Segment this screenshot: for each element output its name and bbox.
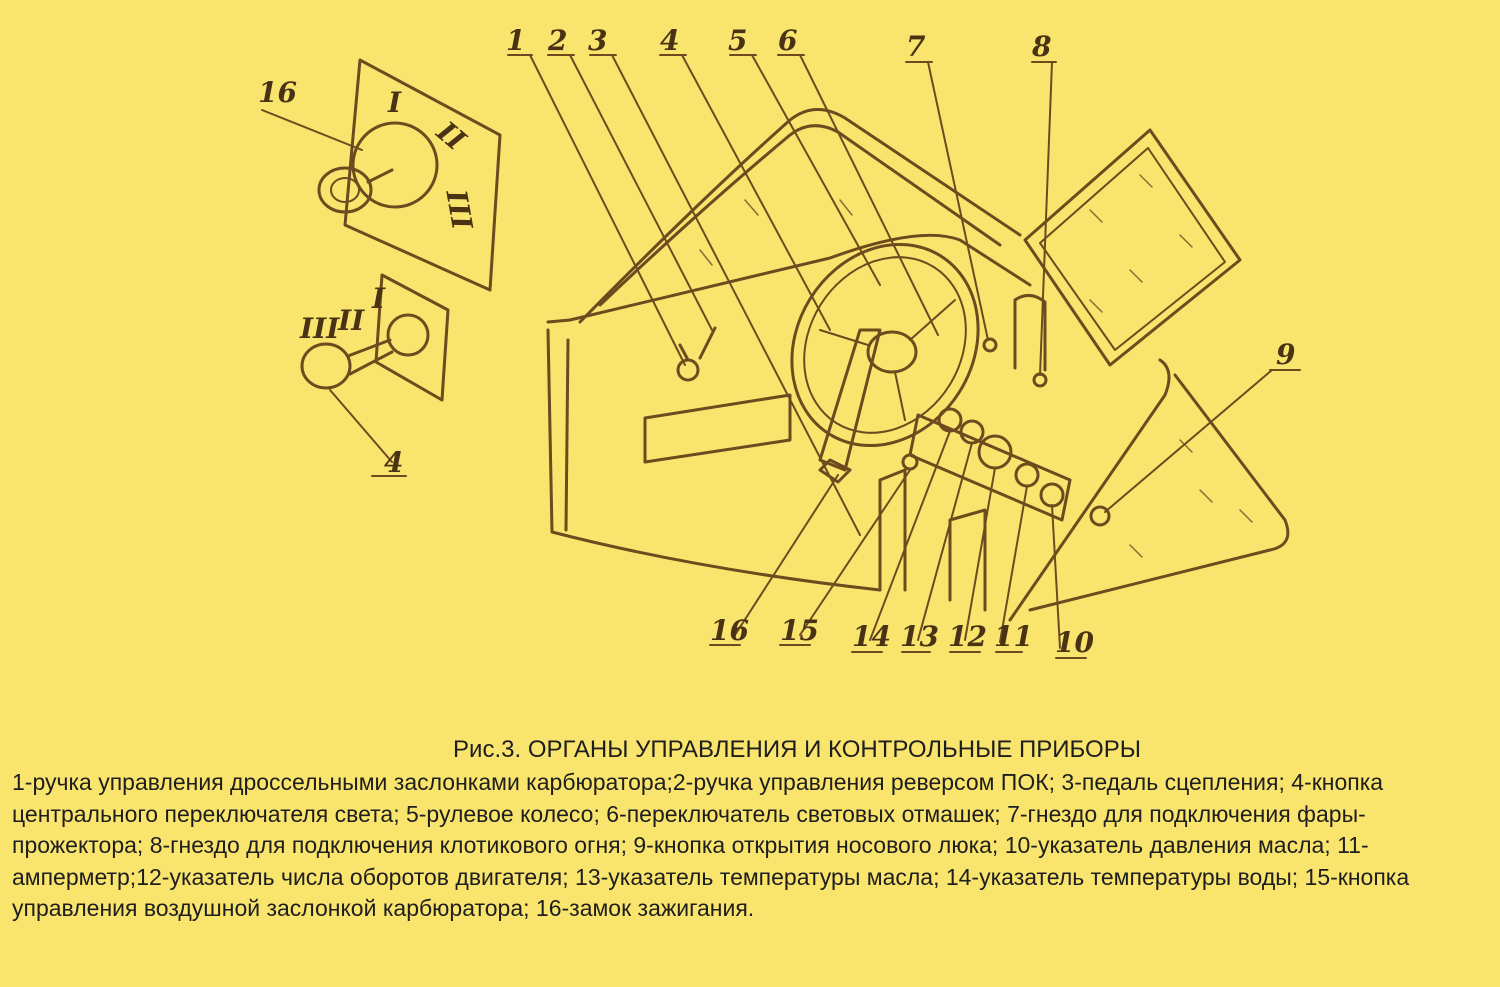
glass-hatching	[699, 174, 1253, 558]
light-switch-panel	[374, 273, 450, 402]
ignition-dial	[351, 121, 439, 209]
dash-front	[546, 328, 882, 592]
ignition-lock-inset: I II III 16	[258, 58, 502, 292]
callout-10: 10	[1055, 626, 1094, 659]
callout-4-inset: 4	[384, 446, 403, 479]
callout-3: 3	[588, 24, 607, 57]
ignition-key	[317, 166, 373, 214]
ignition-pos-1: I	[387, 86, 402, 119]
ignition-pos-3: III	[439, 186, 479, 232]
steering-hub	[866, 330, 918, 374]
pillar	[1013, 294, 1047, 372]
leader-16-inset	[261, 109, 363, 151]
light-pos-3: III	[299, 312, 340, 345]
callout-7: 7	[906, 30, 926, 63]
oil-pressure-gauge	[1039, 482, 1065, 508]
ammeter	[1014, 462, 1040, 488]
callout-15: 15	[780, 614, 819, 647]
choke-button	[901, 453, 919, 471]
light-switch-button	[300, 342, 352, 390]
side-window	[1023, 128, 1242, 367]
nose-deck	[1028, 373, 1290, 612]
callout-leaders	[507, 54, 1301, 659]
windshield-frame	[578, 108, 1022, 324]
callout-11: 11	[994, 620, 1033, 653]
steering-wheel	[790, 242, 980, 448]
light-switch-knob	[386, 313, 430, 357]
light-pos-2: II	[337, 304, 365, 337]
light-switch-inset: I II III 4	[299, 273, 450, 479]
callout-2: 2	[547, 24, 567, 57]
dash-slot	[643, 393, 792, 464]
dashboard-svg: I II III 16 I II III 4	[258, 24, 1301, 659]
nose-hatch-button	[1089, 505, 1111, 527]
callout-9: 9	[1276, 338, 1295, 371]
figure-caption: Рис.3. ОРГАНЫ УПРАВЛЕНИЯ И КОНТРОЛЬНЫЕ П…	[12, 735, 1492, 925]
dashboard-drawing: I II III 16 I II III 4	[258, 24, 1301, 659]
callout-16-inset: 16	[258, 76, 297, 109]
caption-legend: 1-ручка управления дроссельными заслонка…	[12, 769, 1410, 921]
ignition-panel	[343, 58, 502, 292]
light-pos-1: I	[371, 282, 386, 315]
clutch-pedal	[878, 468, 907, 592]
dash-top	[546, 233, 1032, 324]
callout-8: 8	[1031, 30, 1051, 63]
callout-12: 12	[948, 620, 987, 653]
side-rail	[1008, 358, 1171, 622]
callout-13: 13	[900, 620, 939, 653]
callout-16: 16	[710, 614, 749, 647]
floodlight-socket	[982, 337, 998, 353]
callout-14: 14	[852, 620, 891, 653]
steering-column	[818, 328, 882, 472]
callout-1: 1	[506, 24, 525, 57]
callout-4: 4	[660, 24, 679, 57]
leader-4-inset	[329, 389, 393, 463]
callout-6: 6	[778, 24, 797, 57]
reverse-lever	[678, 326, 717, 362]
callout-5: 5	[728, 24, 747, 57]
caption-title: Рис.3. ОРГАНЫ УПРАВЛЕНИЯ И КОНТРОЛЬНЫЕ П…	[453, 736, 1141, 763]
dashboard-body	[546, 108, 1290, 622]
throttle-lever	[676, 358, 700, 382]
